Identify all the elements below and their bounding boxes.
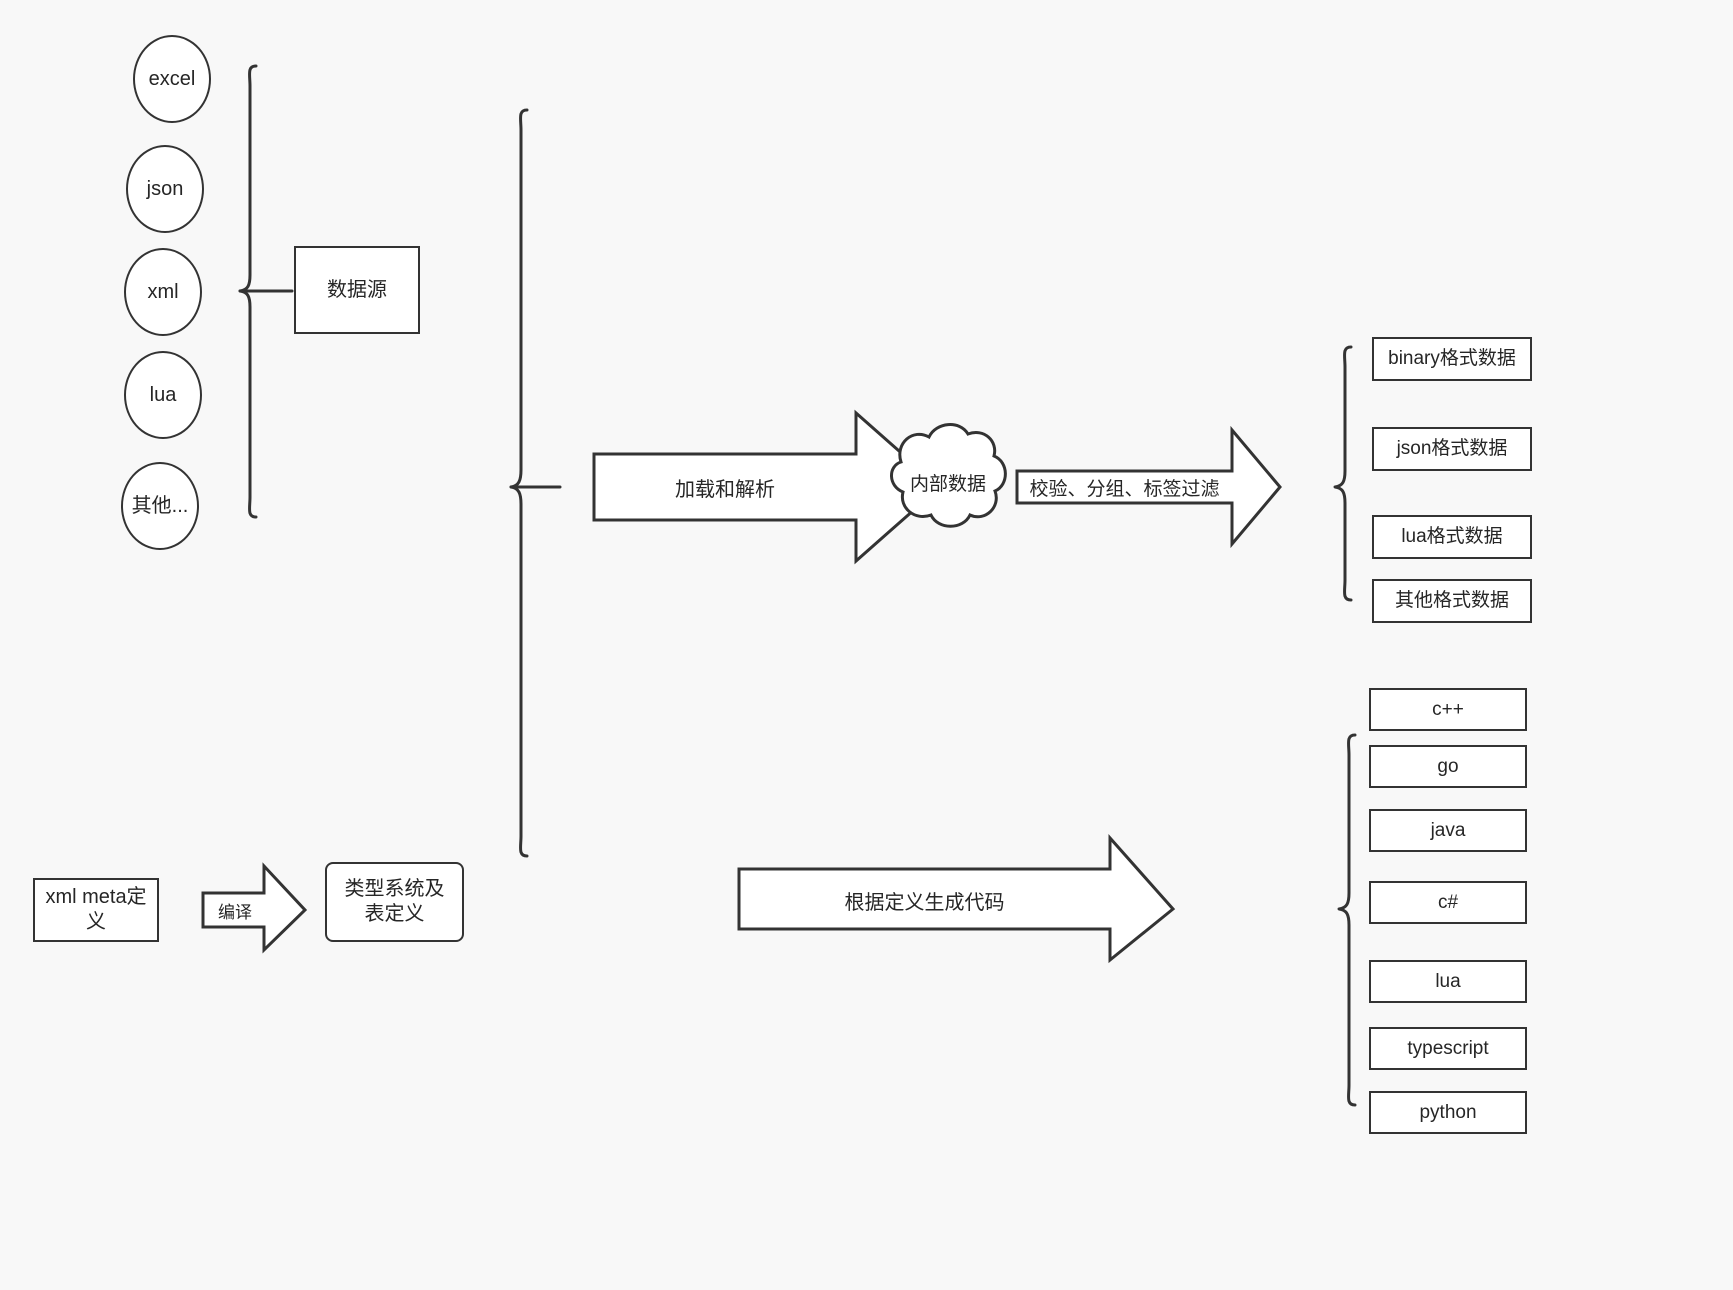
output-language-java[interactable]: java xyxy=(1369,809,1527,852)
data-source-group-box[interactable]: 数据源 xyxy=(294,246,420,334)
filter-arrow[interactable] xyxy=(1015,425,1282,549)
output-format-label: binary格式数据 xyxy=(1388,348,1516,370)
source-label: json xyxy=(146,177,184,200)
data-source-group-label: 数据源 xyxy=(327,278,387,301)
brace-pipeline-input xyxy=(509,108,562,858)
output-format-lua[interactable]: lua格式数据 xyxy=(1372,515,1532,559)
output-language-python[interactable]: python xyxy=(1369,1091,1527,1134)
type-system-label: 类型系统及表定义 xyxy=(344,878,445,925)
source-label: 其他... xyxy=(131,494,189,517)
source-node-lua[interactable]: lua xyxy=(124,351,202,439)
output-language-lua[interactable]: lua xyxy=(1369,960,1527,1003)
output-format-binary[interactable]: binary格式数据 xyxy=(1372,337,1532,381)
source-node-other[interactable]: 其他... xyxy=(121,462,199,550)
output-language-label: go xyxy=(1437,755,1459,777)
brace-sources xyxy=(238,64,294,519)
source-label: xml xyxy=(147,280,179,303)
source-node-json[interactable]: json xyxy=(126,145,204,233)
source-node-excel[interactable]: excel xyxy=(133,35,211,123)
output-language-label: lua xyxy=(1435,970,1461,992)
brace-code-languages xyxy=(1337,733,1357,1107)
output-format-label: lua格式数据 xyxy=(1401,526,1503,548)
source-label: excel xyxy=(148,67,196,90)
output-language-typescript[interactable]: typescript xyxy=(1369,1027,1527,1070)
output-language-csharp[interactable]: c# xyxy=(1369,881,1527,924)
output-format-other[interactable]: 其他格式数据 xyxy=(1372,579,1532,623)
output-format-json[interactable]: json格式数据 xyxy=(1372,427,1532,471)
load-parse-arrow[interactable] xyxy=(592,409,943,565)
source-node-xml[interactable]: xml xyxy=(124,248,202,336)
source-label: lua xyxy=(149,383,177,406)
type-system-box[interactable]: 类型系统及表定义 xyxy=(325,862,464,942)
output-format-label: 其他格式数据 xyxy=(1394,590,1509,612)
output-language-label: python xyxy=(1419,1101,1477,1123)
brace-data-formats xyxy=(1333,345,1353,602)
output-language-label: c# xyxy=(1437,891,1459,913)
output-language-label: typescript xyxy=(1407,1037,1489,1059)
internal-data-cloud[interactable] xyxy=(890,423,1007,528)
output-language-go[interactable]: go xyxy=(1369,745,1527,788)
output-format-label: json格式数据 xyxy=(1396,438,1508,460)
output-language-label: c++ xyxy=(1432,698,1464,720)
compile-arrow[interactable] xyxy=(201,862,308,954)
xml-meta-label: xml meta定义 xyxy=(45,886,147,933)
output-language-cpp[interactable]: c++ xyxy=(1369,688,1527,731)
output-language-label: java xyxy=(1430,819,1466,841)
codegen-arrow[interactable] xyxy=(737,834,1176,964)
xml-meta-box[interactable]: xml meta定义 xyxy=(33,878,159,942)
